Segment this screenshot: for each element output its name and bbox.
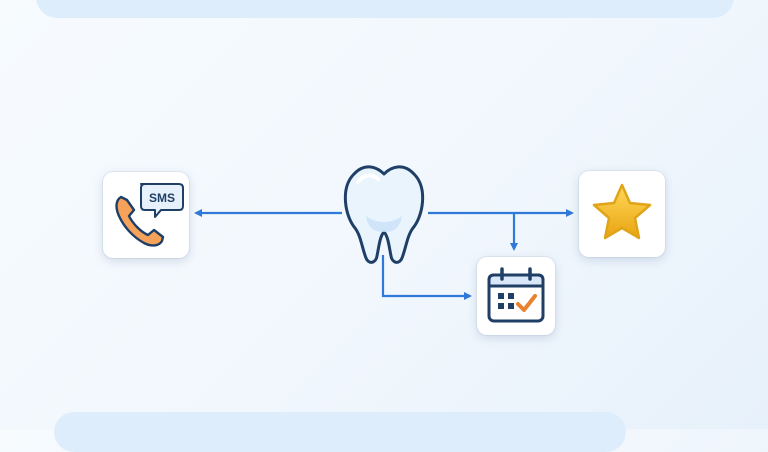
speech-bubble-icon: SMS: [140, 183, 184, 218]
sms-label: SMS: [149, 191, 175, 205]
phone-icon: [115, 195, 165, 247]
connector-arrows: [194, 209, 574, 300]
star-card: [579, 171, 665, 257]
calendar-card: [477, 257, 555, 335]
tooth-icon: [344, 165, 424, 264]
sms-card: SMS: [103, 172, 189, 258]
calendar-check-icon: [487, 267, 545, 323]
arrow-root-to-calendar: [381, 255, 472, 300]
star-icon: [592, 183, 652, 240]
top-banner: [36, 0, 734, 18]
